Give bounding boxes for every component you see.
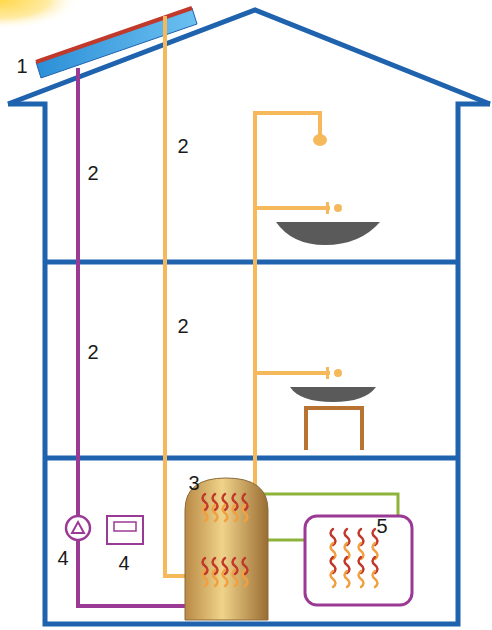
house-outline bbox=[8, 10, 490, 624]
coil-stroke bbox=[213, 570, 218, 586]
coil-stroke bbox=[223, 505, 228, 521]
washbasin bbox=[290, 387, 376, 402]
coil-stroke bbox=[203, 505, 208, 521]
callout-number: 2 bbox=[175, 135, 190, 157]
coil-stroke bbox=[233, 570, 238, 586]
pump bbox=[66, 516, 90, 540]
solar-collector bbox=[36, 8, 197, 78]
coil-stroke bbox=[243, 570, 248, 586]
heater-box bbox=[305, 516, 412, 605]
callout-number: 4 bbox=[55, 547, 70, 569]
coil-stroke bbox=[345, 571, 350, 587]
callout-number: 3 bbox=[186, 472, 201, 494]
coil-stroke bbox=[203, 570, 208, 586]
callout-number: 1 bbox=[14, 55, 29, 77]
coil-stroke bbox=[233, 505, 238, 521]
callout-number: 4 bbox=[116, 552, 131, 574]
callout-number: 2 bbox=[175, 315, 190, 337]
callout-number: 5 bbox=[374, 515, 389, 537]
callout-number: 2 bbox=[85, 162, 100, 184]
controller bbox=[107, 516, 143, 544]
coil-stroke bbox=[331, 571, 336, 587]
basin-stand bbox=[306, 408, 362, 450]
coil-stroke bbox=[373, 571, 378, 587]
coil-stroke bbox=[223, 570, 228, 586]
shower-head bbox=[313, 134, 327, 146]
coil-stroke bbox=[359, 571, 364, 587]
hot-water-pipe bbox=[255, 113, 330, 486]
coil-stroke bbox=[213, 505, 218, 521]
coil-windings bbox=[203, 494, 378, 587]
storage-tank bbox=[185, 478, 268, 620]
sun bbox=[0, 0, 80, 30]
callout-number: 2 bbox=[85, 341, 100, 363]
coil-stroke bbox=[243, 505, 248, 521]
bathtub bbox=[276, 222, 380, 245]
